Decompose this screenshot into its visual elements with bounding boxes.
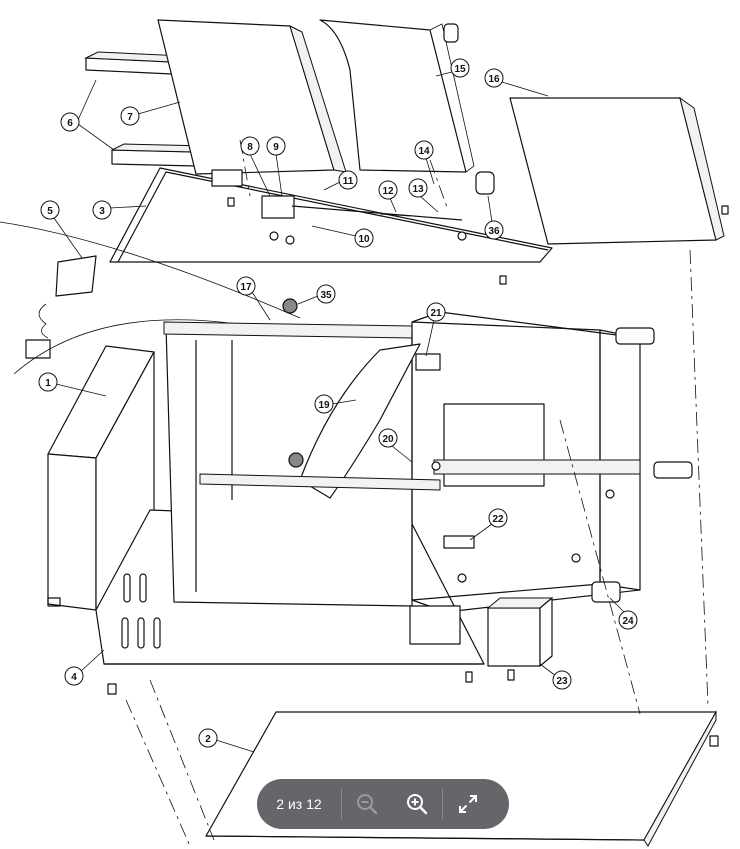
svg-text:22: 22 [492, 514, 504, 525]
svg-text:20: 20 [382, 434, 394, 445]
frame-assembly [47, 298, 693, 695]
svg-text:3: 3 [99, 206, 105, 217]
svg-text:2: 2 [205, 734, 211, 745]
callout-6: 6 [60, 79, 115, 151]
callout-3: 3 [92, 200, 147, 220]
callout-21: 21 [425, 302, 446, 357]
svg-text:21: 21 [430, 308, 442, 319]
svg-text:13: 13 [412, 184, 424, 195]
top-assembly [25, 19, 729, 359]
svg-text:14: 14 [418, 146, 430, 157]
svg-text:35: 35 [320, 290, 332, 301]
svg-text:12: 12 [382, 186, 394, 197]
callout-35: 35 [297, 284, 336, 305]
callout-23: 23 [539, 663, 572, 690]
feet [591, 327, 693, 603]
callout-12: 12 [378, 180, 398, 213]
svg-text:8: 8 [247, 142, 253, 153]
svg-text:9: 9 [273, 142, 279, 153]
svg-text:16: 16 [488, 74, 500, 85]
zoom-out-button[interactable] [342, 779, 392, 829]
svg-text:19: 19 [318, 400, 330, 411]
svg-text:1: 1 [45, 378, 51, 389]
toolbar-divider [341, 788, 342, 820]
svg-text:23: 23 [556, 676, 568, 687]
zoom-in-button[interactable] [392, 779, 442, 829]
callout-14: 14 [414, 140, 435, 185]
callout-22: 22 [469, 508, 508, 541]
svg-text:17: 17 [240, 282, 252, 293]
callout-5: 5 [40, 200, 83, 259]
callout-10: 10 [311, 225, 374, 248]
callout-36: 36 [484, 195, 504, 240]
fullscreen-icon [459, 795, 477, 813]
svg-text:6: 6 [67, 118, 73, 129]
callout-8: 8 [240, 136, 271, 197]
toolbar-divider [442, 788, 443, 820]
callout-19: 19 [314, 394, 357, 414]
svg-text:10: 10 [358, 234, 370, 245]
zoom-in-icon [407, 794, 428, 815]
callout-20: 20 [378, 428, 413, 463]
callout-1: 1 [38, 372, 107, 397]
svg-text:36: 36 [488, 226, 500, 237]
svg-text:5: 5 [47, 206, 53, 217]
svg-text:24: 24 [622, 616, 634, 627]
svg-text:11: 11 [343, 176, 354, 187]
svg-text:4: 4 [71, 672, 77, 683]
callout-4: 4 [64, 649, 105, 686]
callout-9: 9 [266, 136, 286, 197]
fullscreen-button[interactable] [443, 779, 493, 829]
page-indicator: 2 из 12 [276, 796, 322, 812]
callout-15: 15 [435, 58, 470, 78]
vent-slots [121, 573, 161, 649]
zoom-out-icon [357, 794, 378, 815]
callout-13: 13 [408, 178, 439, 213]
svg-text:7: 7 [127, 112, 133, 123]
viewer-toolbar: 2 из 12 [257, 779, 509, 829]
callout-17: 17 [236, 276, 271, 321]
callout-7: 7 [120, 101, 181, 126]
callout-16: 16 [484, 68, 549, 97]
svg-text:15: 15 [454, 64, 466, 75]
callout-11: 11 [323, 170, 358, 191]
callout-2: 2 [198, 728, 255, 753]
callout-24: 24 [609, 597, 638, 630]
